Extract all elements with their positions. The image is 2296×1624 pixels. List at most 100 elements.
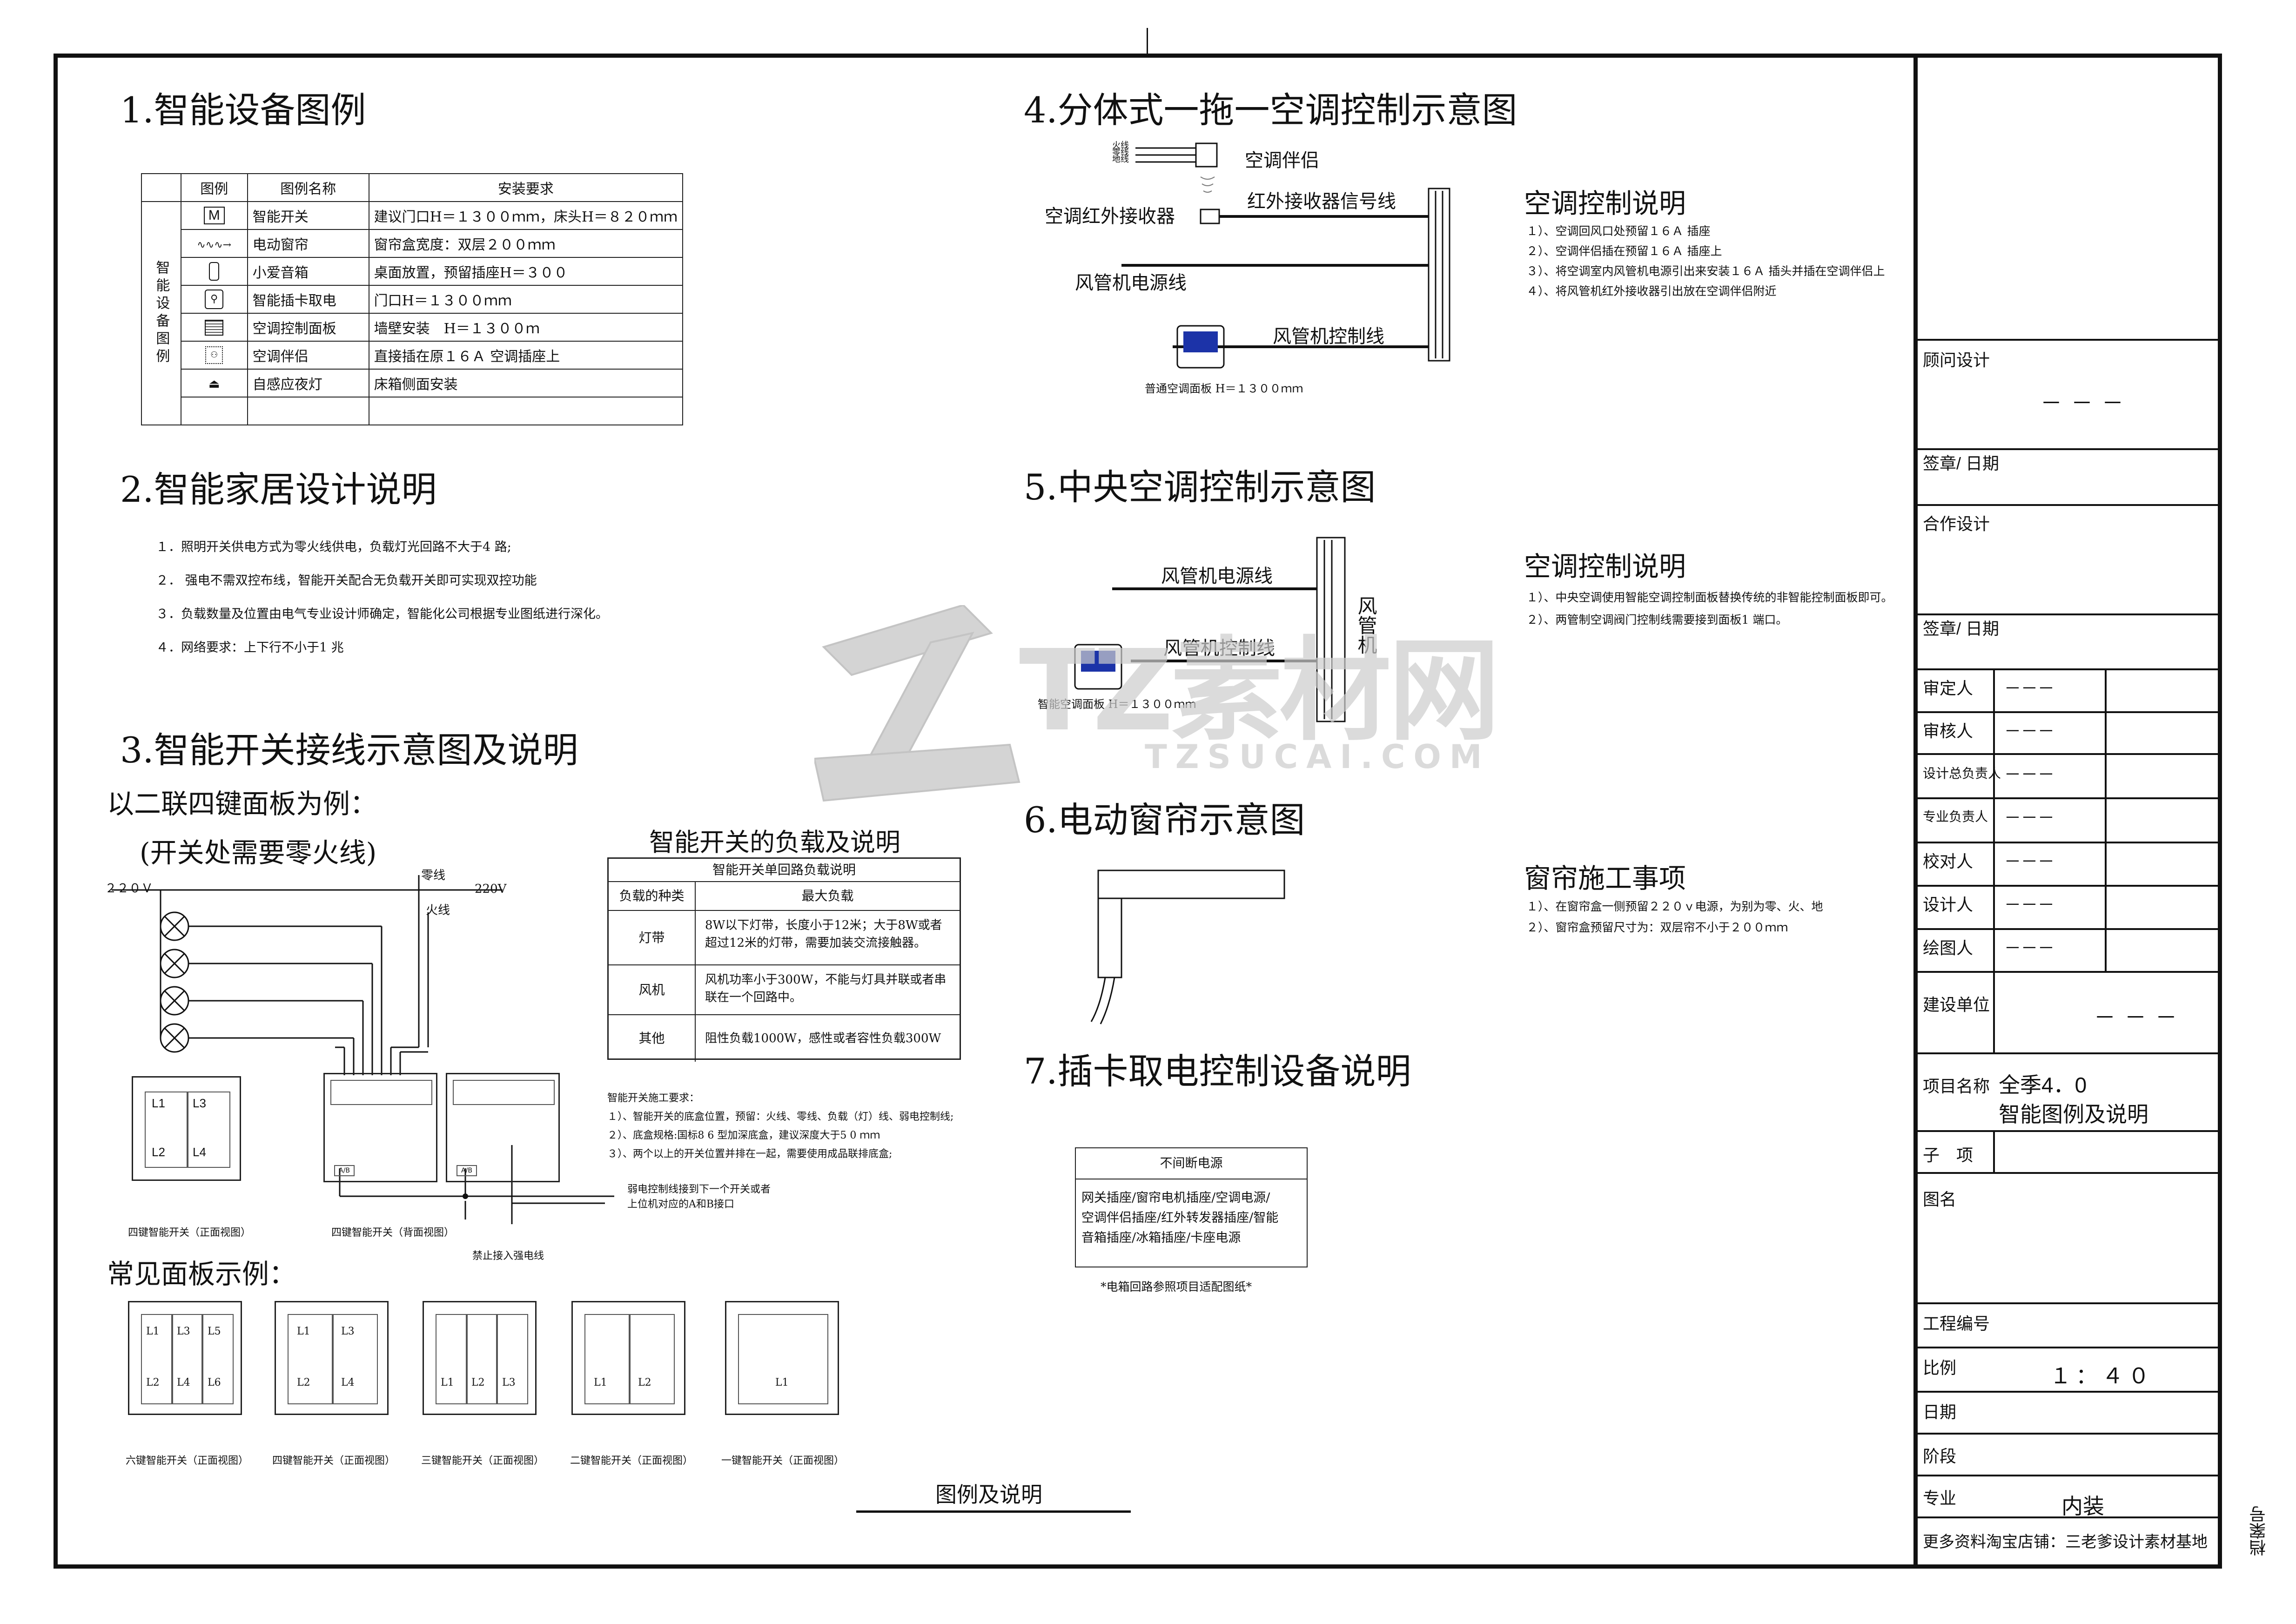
panel-caption: 三键智能开关（正面视图）: [421, 1455, 544, 1467]
fan-control-label: 风管机控制线: [1273, 326, 1384, 347]
legend-row-name: 智能插卡取电: [247, 285, 369, 314]
legend-row-req: 床箱侧面安装: [368, 369, 684, 398]
six-key-panel: L1 L3 L5 L2 L4 L6: [128, 1301, 242, 1415]
key-label: L2: [146, 1377, 160, 1388]
four-key-back-panel: A/B: [323, 1073, 437, 1182]
central-notes: １）、中央空调使用智能空调控制面板替换传统的非智能控制面板即可。 ２）、两管制空…: [1526, 586, 1893, 631]
curtain-motor-icon: ∿∿∿→: [197, 239, 232, 251]
curtain-notes-title: 窗帘施工事项: [1524, 863, 1686, 894]
panel-caption: 六键智能开关（正面视图）: [126, 1455, 249, 1467]
drawing-title: 图例及说明: [935, 1482, 1042, 1507]
ups-footnote: *电箱回路参照项目适配图纸*: [1101, 1280, 1252, 1294]
central-panel-caption: 智能空调面板 H＝１３００ｍｍ: [1038, 698, 1196, 711]
ac-companion-icon: ⚇: [205, 346, 223, 364]
key-label: L5: [208, 1326, 221, 1337]
wire-label: 零线: [1112, 148, 1129, 157]
front-panel-caption: 四键智能开关（正面视图）: [128, 1227, 251, 1239]
project-value-2: 智能图例及说明: [1999, 1102, 2148, 1126]
watermark-logo-icon: [814, 605, 1020, 802]
one-key-panel: L1: [725, 1301, 839, 1415]
role-value: －－－: [2004, 679, 2055, 698]
panel-key: [629, 1314, 675, 1404]
central-fan-power-label: 风管机电源线: [1161, 566, 1273, 586]
key-label: L2: [471, 1377, 485, 1388]
legend-row-req: 墙壁安装 H＝１３００ｍ: [368, 313, 684, 342]
load-table-title: 智能开关的负载及说明: [649, 828, 900, 857]
legend-row-req: 窗帘盒宽度：双层２００ｍｍ: [368, 229, 684, 258]
panel-key: [288, 1314, 334, 1404]
load-table-caption: 智能开关单回路负载说明: [609, 859, 960, 882]
watermark-main: TZ素材网: [1019, 626, 1500, 756]
key-label-l4: L4: [193, 1145, 206, 1159]
key-label: L1: [297, 1326, 310, 1337]
legend-row-name: 电动窗帘: [247, 229, 369, 258]
section2-title: 2.智能家居设计说明: [120, 469, 437, 510]
consultant-label: 顾问设计: [1923, 350, 1990, 370]
requirement-line: ２）、底盒规格:国标8 6 型加深底盒，建议深度大于5 0 ｍｍ: [607, 1130, 880, 1141]
key-label: L1: [441, 1377, 454, 1388]
second-back-panel: A/B: [446, 1073, 560, 1182]
project-no-label: 工程编号: [1923, 1314, 1990, 1333]
common-panels-title: 常见面板示例：: [107, 1258, 296, 1290]
panel-key: [332, 1314, 378, 1404]
panel-caption: 二键智能开关（正面视图）: [570, 1455, 693, 1467]
central-notes-title: 空调控制说明: [1524, 551, 1686, 582]
key-label: L3: [502, 1377, 516, 1388]
ups-box-line: 网关插座/窗帘电机插座/空调电源/: [1081, 1191, 1270, 1205]
ac-note: ２）、空调伴侣插在预留１６Ａ 插座上: [1526, 244, 1722, 258]
key-label-l3: L3: [193, 1096, 206, 1110]
title-block-grid: [1915, 339, 2222, 1518]
legend-row-req: 直接插在原１６Ａ 空调插座上: [368, 341, 684, 370]
legend-row-req: 桌面放置，预留插座H＝３００: [368, 257, 684, 286]
center-tick: [1147, 28, 1148, 54]
legend-row-req: 门口H＝１３００ｍｍ: [368, 285, 684, 314]
key-label: L2: [638, 1377, 651, 1388]
central-fan-control-label: 风管机控制线: [1163, 638, 1275, 659]
ac-notes: １）、空调回风口处预留１６Ａ 插座 ２）、空调伴侣插在预留１６Ａ 插座上 ３）、…: [1526, 221, 1885, 301]
role-value: －－－: [2004, 765, 2055, 784]
load-table: 智能开关单回路负载说明 负载的种类 最大负载 灯带 8W以下灯带，长度小于12米…: [607, 857, 961, 1062]
four-key-panel: L1 L3 L2 L4: [275, 1301, 389, 1415]
ir-signal-label: 红外接收器信号线: [1247, 191, 1396, 212]
back-panel-caption: 四键智能开关（背面视图）: [331, 1227, 455, 1239]
speaker-icon: [209, 262, 220, 281]
wiring-diagram: [112, 875, 614, 1224]
ups-box-line: 音箱插座/冰箱插座/卡座电源: [1081, 1231, 1241, 1245]
weak-line-text: 上位机对应的A和B接口: [627, 1199, 735, 1210]
partner-label: 合作设计: [1923, 514, 1990, 533]
panel-key: [171, 1314, 203, 1404]
drawing-title-underline: [856, 1510, 1131, 1513]
date-label: 日期: [1923, 1402, 1957, 1422]
legend-table: 图例 图例名称 安装要求 智能设备图例 M 智能开关 建议门口H＝１３００ｍｍ，…: [141, 173, 684, 425]
two-key-panel: L1 L2: [571, 1301, 685, 1415]
scale-value: １：４０: [2050, 1366, 2154, 1390]
legend-header-icon: 图例: [180, 173, 248, 202]
role-label: 审核人: [1923, 721, 1974, 741]
role-value: －－－: [2004, 721, 2055, 741]
legend-row-name: 智能开关: [247, 201, 369, 230]
curtain-note: ２）、窗帘盒预留尺寸为：双层帘不小于２００ｍｍ: [1526, 921, 1788, 934]
side-archive-label: 档案号: [2249, 1506, 2268, 1556]
key-label: L4: [341, 1377, 355, 1388]
panel-key: [738, 1314, 828, 1404]
watermark-sub: TZSUCAI.COM: [1145, 738, 1490, 776]
fan-power-label: 风管机电源线: [1075, 273, 1187, 293]
requirement-line: １）、智能开关的底盒位置，预留：火线、零线、负载（灯）线、弱电控制线;: [607, 1111, 954, 1123]
section6-title: 6.电动窗帘示意图: [1024, 799, 1305, 841]
drawing-name-label: 图名: [1923, 1190, 1957, 1209]
key-label: L2: [297, 1377, 310, 1388]
panel-key: [201, 1314, 234, 1404]
builder-value: －－－: [2094, 1005, 2186, 1030]
legend-group-label: 智能设备图例: [153, 260, 170, 366]
panel-key: [584, 1314, 631, 1404]
v220-right-label: 220V: [475, 882, 507, 896]
wire-label: 火线: [1112, 141, 1129, 150]
forbid-note: 禁止接入强电线: [472, 1250, 544, 1262]
section3-example: 以二联四键面板为例：: [107, 788, 377, 820]
sign-date-1: 签章/ 日期: [1923, 454, 2000, 473]
section5-title: 5.中央空调控制示意图: [1024, 466, 1376, 508]
panel-caption: 四键智能开关（正面视图）: [272, 1455, 396, 1467]
load-row-desc: 8W以下灯带，长度小于12米；大于8W或者超过12米的灯带，需要加装交流接触器。: [705, 918, 942, 950]
section2-note: ３．负载数量及位置由电气专业设计师确定，智能化公司根据专业图纸进行深化。: [156, 607, 608, 621]
curtain-diagram: [1090, 869, 1285, 1024]
